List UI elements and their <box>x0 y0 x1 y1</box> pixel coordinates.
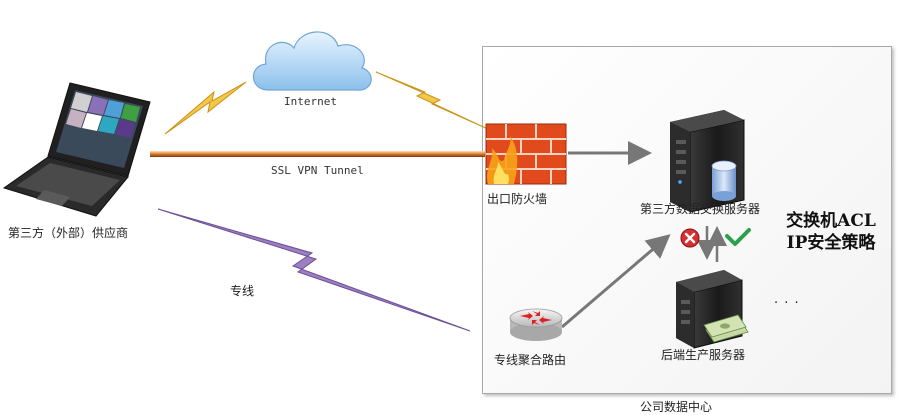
lightning-bolt-left <box>164 81 247 135</box>
internet-label: Internet <box>284 95 337 108</box>
deny-icon <box>680 228 700 248</box>
backend-server-label: 后端生产服务器 <box>661 348 746 362</box>
laptop-icon <box>2 82 151 217</box>
vendor-label: 第三方（外部）供应商 <box>8 226 129 240</box>
policy-line-acl: 交换机ACL <box>786 211 876 231</box>
leased-line-label: 专线 <box>230 284 255 298</box>
exchange-server-label: 第三方数据交换服务器 <box>640 202 761 216</box>
vpn-tunnel-line <box>150 151 485 157</box>
datacenter-label: 公司数据中心 <box>640 400 713 414</box>
database-cylinder-icon <box>711 160 737 201</box>
lightning-bolt-right <box>375 71 491 131</box>
ellipsis-label: · · · <box>774 296 800 311</box>
policy-line-ip: IP安全策略 <box>786 233 876 253</box>
router-icon <box>509 308 563 341</box>
firewall-icon <box>485 123 567 185</box>
money-icon <box>703 314 749 343</box>
policy-text: 交换机ACL IP安全策略 <box>768 210 894 254</box>
arrow-router-to-exchange <box>561 234 671 329</box>
cloud-icon <box>252 31 372 91</box>
check-icon <box>725 228 751 246</box>
vpn-tunnel-label: SSL VPN Tunnel <box>271 164 364 177</box>
router-label: 专线聚合路由 <box>494 353 567 367</box>
firewall-label: 出口防火墙 <box>487 192 548 206</box>
leased-line <box>157 208 471 332</box>
